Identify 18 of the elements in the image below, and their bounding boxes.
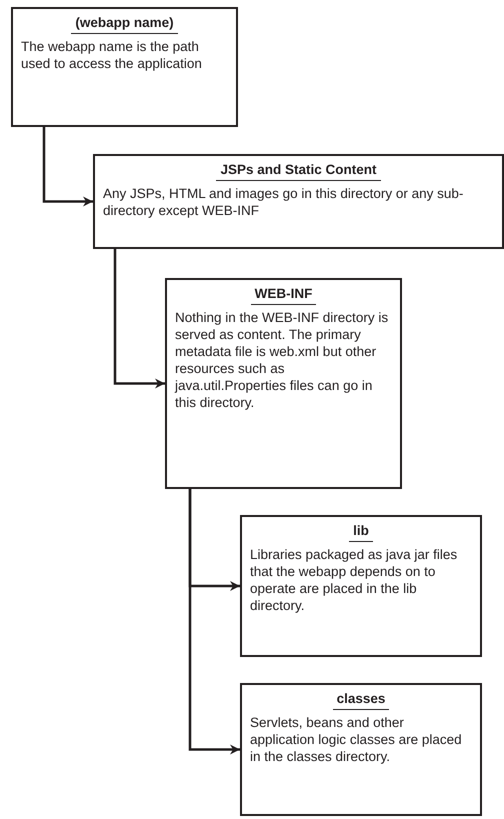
directory-description: Nothing in the WEB-INF directory is served as content. The primary metadata file is web.xml but other resources such as java.util.Properties files can go in this directory.	[175, 309, 390, 411]
connector-arrow	[188, 489, 240, 754]
directory-name: (webapp name)	[71, 15, 178, 34]
directory-box	[11, 7, 238, 127]
connector-arrow	[114, 249, 165, 388]
directory-box	[165, 278, 402, 489]
directory-box	[240, 683, 482, 816]
directory-description: The webapp name is the path used to access the application	[21, 38, 203, 72]
directory-box	[240, 515, 482, 657]
directory-description: Any JSPs, HTML and images go in this directory or any sub-directory except WEB-INF	[103, 185, 464, 219]
directory-name: lib	[349, 523, 373, 542]
directory-name: WEB-INF	[250, 286, 316, 305]
directory-name: classes	[332, 691, 390, 710]
directory-description: Libraries packaged as java jar files that the webapp depends on to operate are placed in the lib directory.	[250, 546, 458, 614]
connector-arrow	[42, 127, 93, 206]
directory-description: Servlets, beans and other application logic classes are placed in the classes directory.	[250, 714, 463, 765]
directory-box	[93, 154, 504, 249]
directory-name: JSPs and Static Content	[216, 162, 381, 181]
